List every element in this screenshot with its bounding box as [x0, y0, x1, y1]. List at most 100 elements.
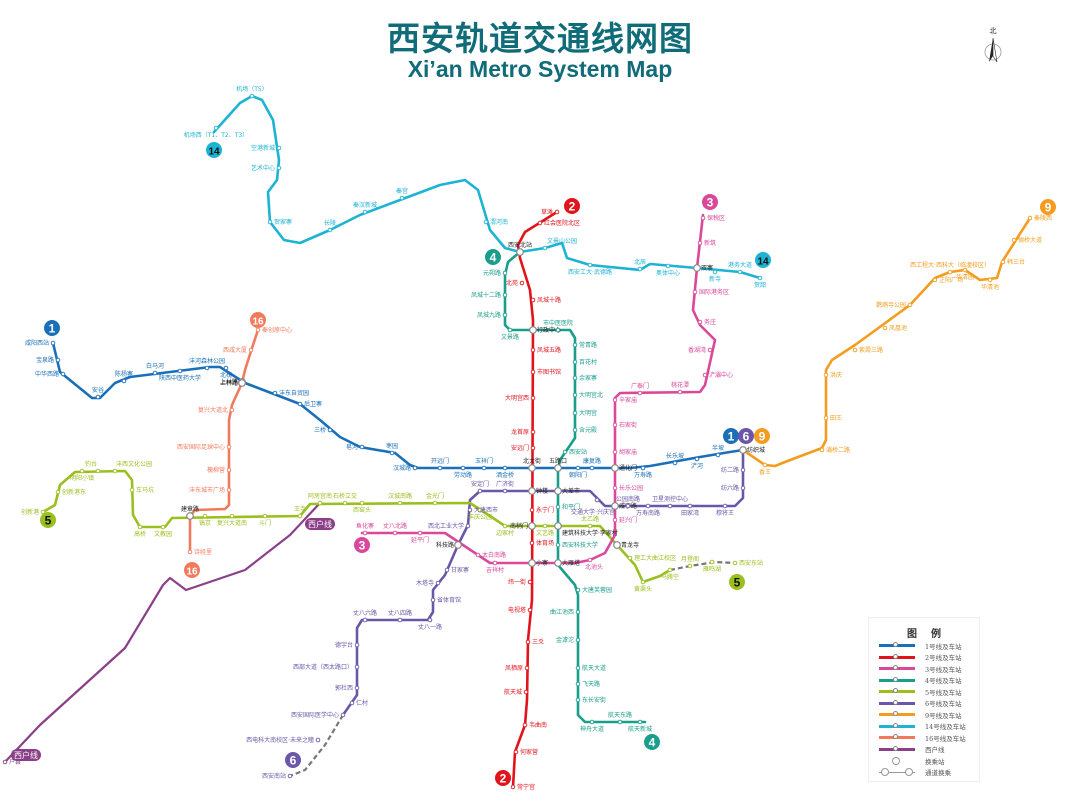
station-label[interactable]: 咸阳西站 [25, 339, 49, 347]
station-label[interactable]: 沣东城市广场 [189, 486, 225, 494]
station-label[interactable]: 玉祥门 [475, 457, 493, 465]
station-marker[interactable] [542, 523, 548, 529]
station-label[interactable]: 奥体中心 [656, 269, 680, 277]
station-label[interactable]: 太乙路 [581, 515, 599, 523]
station-label[interactable]: 何家营 [520, 748, 538, 756]
station-label[interactable]: 紫霞三路 [859, 346, 883, 354]
station-label[interactable]: 芷阳广场 [939, 276, 963, 284]
station-label[interactable]: 电视塔 [508, 606, 526, 614]
station-marker[interactable] [248, 347, 254, 353]
station-label[interactable]: 西工程大·西科大（临潼校区） [910, 261, 990, 269]
station-label[interactable]: 钓台 [85, 460, 97, 468]
station-marker[interactable] [510, 784, 516, 790]
station-label[interactable]: 省体育馆 [437, 596, 461, 604]
station-marker[interactable] [665, 263, 671, 269]
station-label[interactable]: 马腾空 [661, 573, 679, 581]
station-marker[interactable] [213, 125, 219, 131]
station-label[interactable]: 余家寨 [579, 374, 597, 382]
station-label[interactable]: 大明宫 [579, 409, 597, 417]
station-label[interactable]: 鱼化寨 [356, 522, 374, 530]
station-label[interactable]: 北辰 [634, 258, 646, 266]
station-label[interactable]: 浐灞中心 [709, 371, 733, 379]
station-label[interactable]: 大明宫西 [505, 394, 529, 402]
transfer-station-marker[interactable] [613, 541, 621, 549]
station-marker[interactable] [272, 390, 278, 396]
station-label[interactable]: 华清园 [956, 273, 974, 281]
station-marker[interactable] [707, 347, 713, 353]
station-marker[interactable] [417, 530, 423, 536]
station-label[interactable]: 三桥 [314, 426, 326, 434]
station-marker[interactable] [55, 357, 61, 363]
station-label[interactable]: 建章路 [181, 505, 199, 513]
station-label[interactable]: 仁村 [356, 699, 368, 707]
station-label[interactable]: 长乐坡 [666, 452, 684, 460]
station-marker[interactable] [276, 145, 282, 151]
station-marker[interactable] [362, 530, 368, 536]
station-label[interactable]: 丈八一路 [418, 623, 442, 631]
station-label[interactable]: 宝泉路 [36, 356, 54, 364]
station-marker[interactable] [640, 579, 646, 585]
station-label[interactable]: 中华西路 [35, 370, 59, 378]
station-marker[interactable] [262, 513, 268, 519]
station-marker[interactable] [362, 209, 368, 215]
station-label[interactable]: 雁鸣湖 [703, 565, 721, 573]
station-marker[interactable] [589, 719, 595, 725]
station-marker[interactable] [555, 504, 561, 510]
station-marker[interactable] [465, 523, 471, 529]
station-marker[interactable] [229, 407, 235, 413]
station-label[interactable]: 国际港务区 [699, 288, 729, 296]
station-marker[interactable] [359, 500, 365, 506]
station-label[interactable]: 贺韶 [754, 281, 766, 289]
station-marker[interactable] [562, 449, 568, 455]
station-marker[interactable] [327, 227, 333, 233]
station-label[interactable]: 西安科技大学 [562, 541, 598, 549]
station-label[interactable]: 穆将王 [716, 509, 734, 517]
station-marker[interactable] [575, 587, 581, 593]
station-marker[interactable] [687, 563, 693, 569]
station-marker[interactable] [177, 368, 183, 374]
station-label[interactable]: 通化门 [619, 464, 637, 472]
station-marker[interactable] [587, 523, 593, 529]
station-marker[interactable] [502, 523, 508, 529]
station-marker[interactable] [612, 449, 618, 455]
station-marker[interactable] [1000, 259, 1006, 265]
station-marker[interactable] [524, 665, 530, 671]
station-marker[interactable] [249, 93, 255, 99]
station-label[interactable]: 航天城 [504, 688, 522, 696]
station-marker[interactable] [529, 540, 535, 546]
station-label[interactable]: 双寨 [701, 264, 713, 272]
station-label[interactable]: 体育场 [536, 539, 554, 547]
station-marker[interactable] [121, 378, 127, 384]
station-marker[interactable] [315, 737, 321, 743]
station-marker[interactable] [95, 394, 101, 400]
station-label[interactable]: 创新港 [21, 508, 39, 516]
station-marker[interactable] [112, 468, 118, 474]
station-label[interactable]: 万寿路 [634, 471, 652, 479]
station-label[interactable]: 半坡 [712, 444, 724, 452]
station-marker[interactable] [483, 219, 489, 225]
station-label[interactable]: 长乐公园 [619, 484, 643, 492]
station-label[interactable]: 香王 [759, 468, 771, 476]
station-marker[interactable] [932, 277, 938, 283]
station-marker[interactable] [160, 524, 166, 530]
station-label[interactable]: 保税区 [707, 214, 725, 222]
station-label[interactable]: 神舟大道 [580, 725, 604, 733]
station-label[interactable]: 百花村 [579, 358, 597, 366]
station-label[interactable]: 甘家寨 [451, 566, 469, 574]
station-label[interactable]: 田王 [830, 415, 842, 422]
station-marker[interactable] [612, 422, 618, 428]
station-marker[interactable] [513, 749, 519, 755]
station-marker[interactable] [572, 427, 578, 433]
station-label[interactable]: 复兴大道北 [198, 406, 228, 414]
transfer-station-marker[interactable] [611, 464, 619, 472]
station-marker[interactable] [519, 280, 525, 286]
station-label[interactable]: 建筑科技大学·李家村 [562, 529, 618, 537]
station-label[interactable]: 枣园 [386, 442, 398, 450]
station-marker[interactable] [55, 489, 61, 495]
station-marker[interactable] [527, 579, 533, 585]
station-label[interactable]: 王寺 [294, 505, 306, 513]
station-label[interactable]: 安谷 [92, 386, 104, 394]
station-label[interactable]: 韩三台 [1007, 258, 1025, 266]
station-label[interactable]: 安远门 [511, 444, 529, 452]
station-label[interactable]: 大雁塔 [562, 559, 580, 567]
